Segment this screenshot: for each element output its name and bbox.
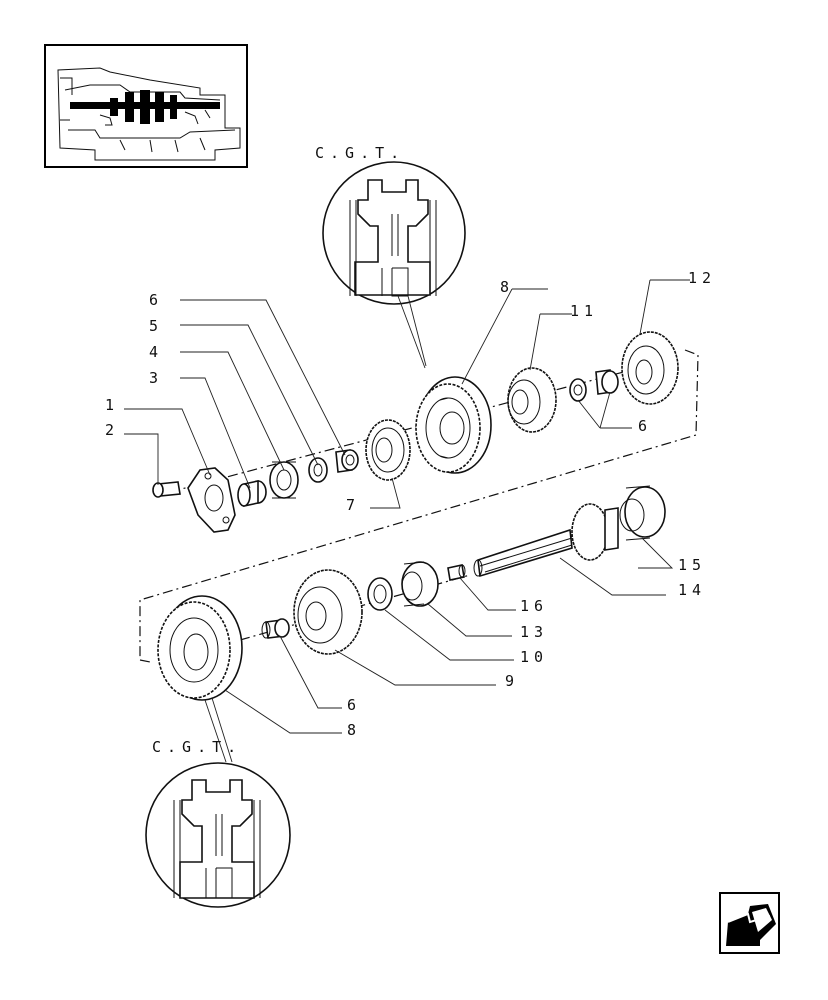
callout-15: 15: [678, 556, 706, 574]
part-gear-12: [621, 331, 679, 405]
detail-bottom-label: C.G.T.: [152, 738, 242, 756]
part-ring: [308, 457, 328, 483]
part-sync-gear-a: [415, 376, 492, 474]
thumbnail-gearbox-image: [57, 67, 241, 161]
part-pin: [447, 564, 466, 581]
callout-6-bottom: 6: [347, 696, 361, 714]
location-thumbnail[interactable]: [44, 44, 248, 168]
callout-6-right: 6: [638, 417, 652, 435]
callout-5: 5: [149, 317, 163, 335]
callout-2: 2: [105, 421, 119, 439]
leader-lines: [124, 279, 690, 734]
callout-labels: 6 5 4 3 1 2 7 8 11 12 6 15 14 16 13 10 9…: [105, 269, 716, 739]
callout-8-top: 8: [500, 278, 514, 296]
part-bolt: [152, 481, 181, 498]
part-bushing: [237, 480, 267, 507]
assembly-axis-lines: [139, 349, 699, 663]
part-small-gear: [365, 419, 411, 481]
callout-10: 10: [520, 648, 548, 666]
part-gear-11: [507, 367, 557, 433]
callout-13: 13: [520, 623, 548, 641]
callout-16: 16: [520, 597, 548, 615]
part-sync-gear-b: [157, 595, 243, 701]
callout-7: 7: [346, 496, 360, 514]
callout-9: 9: [505, 672, 519, 690]
part-bearing-15: [619, 485, 666, 541]
part-ring-10: [367, 577, 393, 611]
callout-11: 11: [570, 302, 598, 320]
callout-4: 4: [149, 343, 163, 361]
part-needle-bearing-c: [261, 618, 290, 639]
part-flange-plate: [187, 467, 236, 533]
part-bearing: [269, 461, 299, 499]
callout-6-top: 6: [149, 291, 163, 309]
callout-12: 12: [688, 269, 716, 287]
part-bearing-13: [401, 561, 439, 607]
detail-circle-bottom: C.G.T.: [145, 697, 291, 908]
part-gear-9: [293, 569, 363, 655]
part-needle-bearing-a: [335, 449, 359, 473]
callout-14: 14: [678, 581, 706, 599]
callout-8-bottom: 8: [347, 721, 361, 739]
detail-top-label: C.G.T.: [315, 144, 405, 162]
part-shaft: [473, 503, 619, 578]
detail-circle-top: C.G.T.: [315, 144, 466, 369]
part-needle-bearing-b: [569, 369, 619, 402]
callout-3: 3: [149, 369, 163, 387]
callout-1: 1: [105, 396, 119, 414]
back-arrow-icon[interactable]: [719, 892, 780, 954]
